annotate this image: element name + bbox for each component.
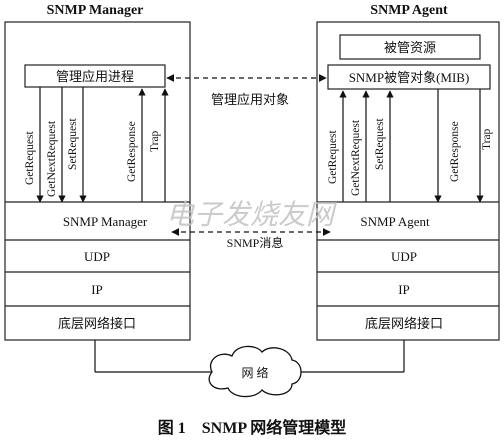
agent-msg-getresponse: GetResponse <box>449 121 461 182</box>
manager-app-process: 管理应用进程 <box>56 69 134 84</box>
manager-layer-ip: IP <box>91 282 103 297</box>
network-label: 网 络 <box>241 365 268 380</box>
managed-object-label: 管理应用对象 <box>211 92 289 107</box>
manager-msg-setrequest: SetRequest <box>67 117 79 170</box>
manager-msg-trap: Trap <box>149 130 161 152</box>
agent-layer-udp: UDP <box>391 249 417 264</box>
manager-layer-phy: 底层网络接口 <box>58 316 136 331</box>
manager-box <box>4 21 191 341</box>
manager-layer-udp: UDP <box>84 249 110 264</box>
agent-msg-trap: Trap <box>481 128 493 150</box>
mib-label: SNMP被管对象(MIB) <box>349 70 470 85</box>
managed-resource-box <box>339 34 481 60</box>
agent-layer-snmp: SNMP Agent <box>360 214 430 229</box>
manager-msg-getresponse: GetResponse <box>126 121 138 182</box>
watermark: 电子发烧友网 <box>166 198 338 231</box>
agent-layer-phy: 底层网络接口 <box>365 316 443 331</box>
manager-msg-getrequest: GetRequest <box>24 131 36 185</box>
agent-box <box>316 21 500 341</box>
manager-title: SNMP Manager <box>47 3 144 18</box>
network-cloud-icon <box>208 345 302 398</box>
agent-msg-setrequest: SetRequest <box>374 117 386 170</box>
manager-msg-getnextrequest: GetNextRequest <box>46 120 58 197</box>
manager-app-process-box <box>24 64 166 88</box>
agent-msg-getnextrequest: GetNextRequest <box>350 119 362 196</box>
mib-box <box>327 64 491 90</box>
figure-caption: 图 1 SNMP 网络管理模型 <box>158 418 346 437</box>
manager-layer-snmp: SNMP Manager <box>63 214 148 229</box>
managed-resource: 被管资源 <box>384 40 436 55</box>
agent-title: SNMP Agent <box>370 3 448 18</box>
snmp-message-label: SNMP消息 <box>227 235 284 250</box>
agent-layer-ip: IP <box>398 282 410 297</box>
agent-msg-getrequest: GetRequest <box>327 130 339 184</box>
